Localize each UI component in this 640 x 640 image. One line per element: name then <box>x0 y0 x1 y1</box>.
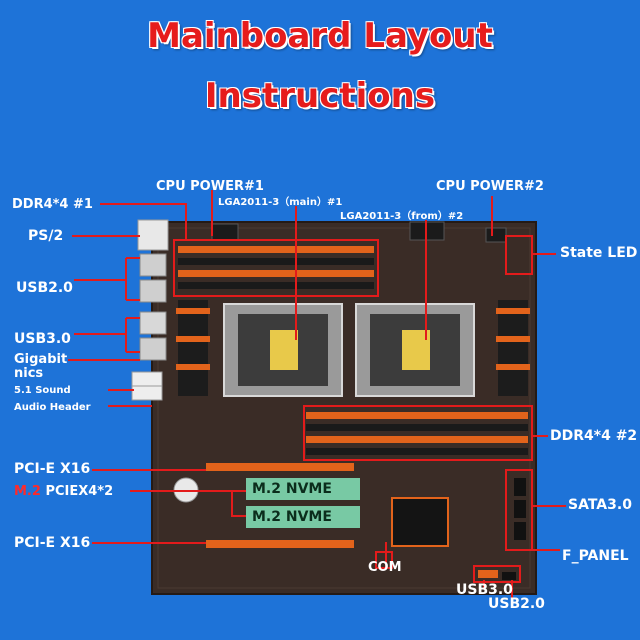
gigabit-label-line2: nics <box>14 366 44 381</box>
usb3-rear-label: USB3.0 <box>14 331 71 347</box>
title-line-2: Instructions <box>204 76 436 116</box>
usb3-header <box>478 570 498 578</box>
m2-module-1 <box>246 478 360 500</box>
cpu-power-2-connector-b <box>485 227 507 243</box>
ps2-label: PS/2 <box>28 228 64 244</box>
m2-module-2 <box>246 506 360 528</box>
ddr4-slots-1 <box>178 246 374 289</box>
pcie-x16-bottom-label: PCI-E X16 <box>14 535 91 551</box>
cpu-power-1-connector <box>211 223 239 241</box>
leader-lines <box>68 190 566 600</box>
sata-connectors <box>514 478 526 540</box>
ddr4-slots-2 <box>306 412 528 455</box>
chipset-heatsink <box>391 497 449 547</box>
sound-label: 5.1 Sound <box>14 385 71 396</box>
cpu-socket-2 <box>355 303 475 397</box>
com-label: COM <box>368 560 402 575</box>
ddr4-1-label: DDR4*4 #1 <box>12 197 93 212</box>
state-led-label: State LED <box>560 245 638 261</box>
f-panel-label: F_PANEL <box>562 548 629 564</box>
title-line-1: Mainboard Layout <box>147 16 493 56</box>
m2-nvme-2-label: M.2 NVME <box>252 509 332 525</box>
ddr4-2-label: DDR4*4 #2 <box>550 428 638 444</box>
motherboard-pcb <box>151 221 537 595</box>
usb2-bottom-label: USB2.0 <box>488 596 545 612</box>
pcie-x16-top-label: PCI-E X16 <box>14 461 91 477</box>
sata-label: SATA3.0 <box>568 497 632 513</box>
cpu-power-1-label: CPU POWER#1 <box>156 179 264 194</box>
pcie-x16-slot-top <box>206 463 354 471</box>
callout-boxes <box>173 235 533 583</box>
rear-io-connectors <box>131 219 169 401</box>
usb2-rear-label: USB2.0 <box>16 280 73 296</box>
usb3-bottom-label: USB3.0 <box>456 582 513 598</box>
vrm-heatsinks <box>176 300 530 396</box>
gigabit-label-line1: Gigabit <box>14 352 68 367</box>
pcie-x16-slot-bottom <box>206 540 354 548</box>
cpu-power-2-label: CPU POWER#2 <box>436 179 544 194</box>
m2-nvme-1-label: M.2 NVME <box>252 481 332 497</box>
audio-header-label: Audio Header <box>14 402 91 413</box>
lga-main-label: LGA2011-3（main）#1 <box>218 197 343 208</box>
usb2-header <box>502 572 516 580</box>
m2-prefix: M.2 <box>14 484 41 499</box>
cpu-socket-1 <box>223 303 343 397</box>
lga-from-label: LGA2011-3（from）#2 <box>340 211 464 222</box>
m2-pciex4-label: M.2 PCIEX4*2 <box>14 485 113 499</box>
pciex4-text: PCIEX4*2 <box>40 484 114 499</box>
